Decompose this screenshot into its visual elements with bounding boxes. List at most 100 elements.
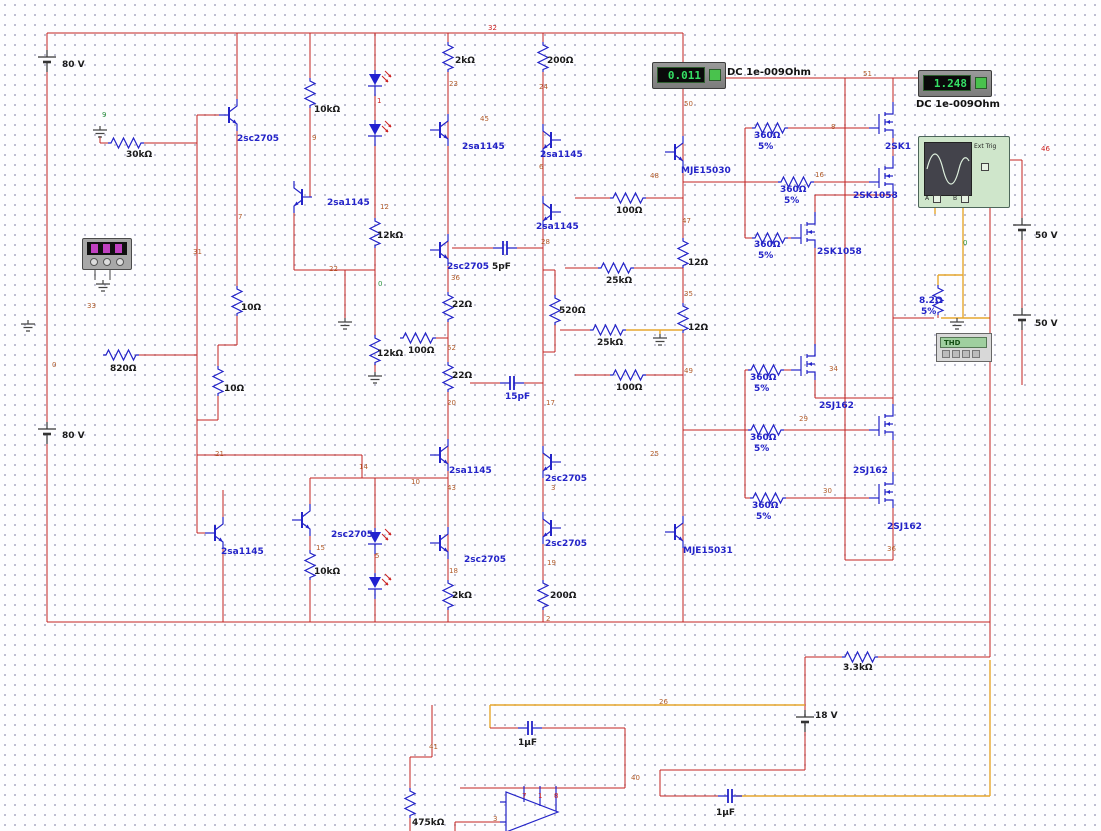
component-label[interactable]: 360Ω: [752, 501, 779, 511]
value-label[interactable]: 12Ω: [688, 258, 709, 268]
generator-knob-3[interactable]: [116, 258, 124, 266]
resistor-symbol[interactable]: [677, 237, 689, 269]
component-label[interactable]: 360Ω: [754, 240, 781, 250]
ground-symbol[interactable]: [95, 279, 111, 292]
scope-terminal-a[interactable]: [933, 195, 941, 203]
component-label[interactable]: 2SK1058: [817, 247, 862, 257]
value-label[interactable]: 80 V: [62, 431, 85, 441]
value-label[interactable]: 12kΩ: [377, 349, 404, 359]
thd-button-4[interactable]: [972, 350, 980, 358]
bjt-transistor-symbol[interactable]: [429, 113, 449, 147]
value-label[interactable]: 25kΩ: [606, 276, 633, 286]
capacitor-symbol[interactable]: [499, 375, 525, 391]
bjt-transistor-symbol[interactable]: [664, 135, 684, 169]
multimeter-2[interactable]: 1.248: [918, 70, 992, 97]
resistor-symbol[interactable]: [841, 651, 879, 663]
component-label[interactable]: 2SJ162: [819, 401, 854, 411]
battery-symbol[interactable]: [1011, 216, 1033, 242]
bjt-transistor-symbol[interactable]: [429, 438, 449, 472]
component-label[interactable]: 15pF: [505, 392, 531, 402]
scope-terminal-b[interactable]: [961, 195, 969, 203]
bjt-transistor-symbol[interactable]: [429, 526, 449, 560]
component-label[interactable]: 2sc2705: [464, 555, 507, 565]
component-label[interactable]: 2sa1145: [449, 466, 492, 476]
value-label[interactable]: 25kΩ: [597, 338, 624, 348]
component-label[interactable]: 2sc2705: [545, 539, 588, 549]
battery-symbol[interactable]: [794, 708, 816, 734]
value-label[interactable]: 100Ω: [616, 383, 643, 393]
thd-button-1[interactable]: [942, 350, 950, 358]
component-label[interactable]: 360Ω: [780, 185, 807, 195]
led-symbol[interactable]: [367, 119, 392, 147]
value-label[interactable]: 200Ω: [550, 591, 577, 601]
resistor-symbol[interactable]: [609, 192, 647, 204]
resistor-symbol[interactable]: [609, 369, 647, 381]
component-label[interactable]: 2sc2705: [447, 262, 490, 272]
capacitor-symbol[interactable]: [492, 240, 518, 256]
capacitor-symbol[interactable]: [517, 720, 543, 736]
resistor-symbol[interactable]: [537, 579, 549, 611]
multimeter-1-button[interactable]: [709, 69, 721, 81]
thd-button-2[interactable]: [952, 350, 960, 358]
ground-symbol[interactable]: [652, 333, 668, 346]
value-label[interactable]: 100Ω: [616, 206, 643, 216]
signal-generator[interactable]: [82, 238, 132, 270]
battery-symbol[interactable]: [36, 420, 58, 446]
value-label[interactable]: 30kΩ: [126, 150, 153, 160]
oscilloscope[interactable]: Ext Trig A B: [918, 136, 1010, 208]
value-label[interactable]: 3.3kΩ: [843, 663, 873, 673]
component-label[interactable]: 360Ω: [750, 433, 777, 443]
component-label[interactable]: 2SK1058: [853, 191, 898, 201]
component-label[interactable]: 2SJ162: [887, 522, 922, 532]
resistor-symbol[interactable]: [102, 349, 140, 361]
resistor-symbol[interactable]: [442, 41, 454, 73]
component-label[interactable]: MJE15031: [683, 546, 733, 556]
value-label[interactable]: 10Ω: [224, 384, 245, 394]
bjt-transistor-symbol[interactable]: [664, 515, 684, 549]
value-label[interactable]: 2kΩ: [452, 591, 472, 601]
ground-symbol[interactable]: [367, 371, 383, 384]
mosfet-symbol[interactable]: [790, 343, 816, 381]
multimeter-2-button[interactable]: [975, 77, 987, 89]
component-label[interactable]: 5%: [784, 196, 800, 206]
mosfet-symbol[interactable]: [868, 471, 894, 509]
capacitor-symbol[interactable]: [717, 788, 743, 804]
mosfet-symbol[interactable]: [868, 403, 894, 441]
battery-symbol[interactable]: [1011, 306, 1033, 332]
component-label[interactable]: 5%: [754, 384, 770, 394]
led-symbol[interactable]: [367, 572, 392, 600]
resistor-symbol[interactable]: [399, 332, 437, 344]
component-label[interactable]: 2SK1: [885, 142, 911, 152]
value-label[interactable]: 22Ω: [452, 371, 473, 381]
ext-trig-terminal[interactable]: [981, 163, 989, 171]
battery-symbol[interactable]: [36, 48, 58, 74]
component-label[interactable]: 2sc2705: [545, 474, 588, 484]
component-label[interactable]: 5%: [756, 512, 772, 522]
value-label[interactable]: 2kΩ: [455, 56, 475, 66]
resistor-symbol[interactable]: [677, 302, 689, 334]
resistor-symbol[interactable]: [212, 365, 224, 397]
component-label[interactable]: 2sa1145: [536, 222, 579, 232]
multimeter-1-mode-label[interactable]: DC 1e-009Ohm: [727, 67, 811, 78]
value-label[interactable]: 10kΩ: [314, 105, 341, 115]
component-label[interactable]: 5%: [758, 142, 774, 152]
bjt-transistor-symbol[interactable]: [218, 98, 238, 132]
value-label[interactable]: 1μF: [716, 808, 736, 818]
thd-button-3[interactable]: [962, 350, 970, 358]
ground-symbol[interactable]: [92, 125, 108, 138]
component-label[interactable]: 5%: [754, 444, 770, 454]
resistor-symbol[interactable]: [107, 137, 145, 149]
value-label[interactable]: 520Ω: [559, 306, 586, 316]
multimeter-1[interactable]: 0.011: [652, 62, 726, 89]
opamp-symbol[interactable]: [499, 785, 559, 831]
component-label[interactable]: MJE15030: [681, 166, 731, 176]
component-label[interactable]: 8.2Ω: [919, 296, 943, 306]
ground-symbol[interactable]: [337, 317, 353, 330]
resistor-symbol[interactable]: [404, 787, 416, 819]
bjt-transistor-symbol[interactable]: [204, 516, 224, 550]
component-label[interactable]: 5%: [921, 307, 937, 317]
value-label[interactable]: 100Ω: [408, 346, 435, 356]
mosfet-symbol[interactable]: [868, 101, 894, 139]
bjt-transistor-symbol[interactable]: [429, 233, 449, 267]
